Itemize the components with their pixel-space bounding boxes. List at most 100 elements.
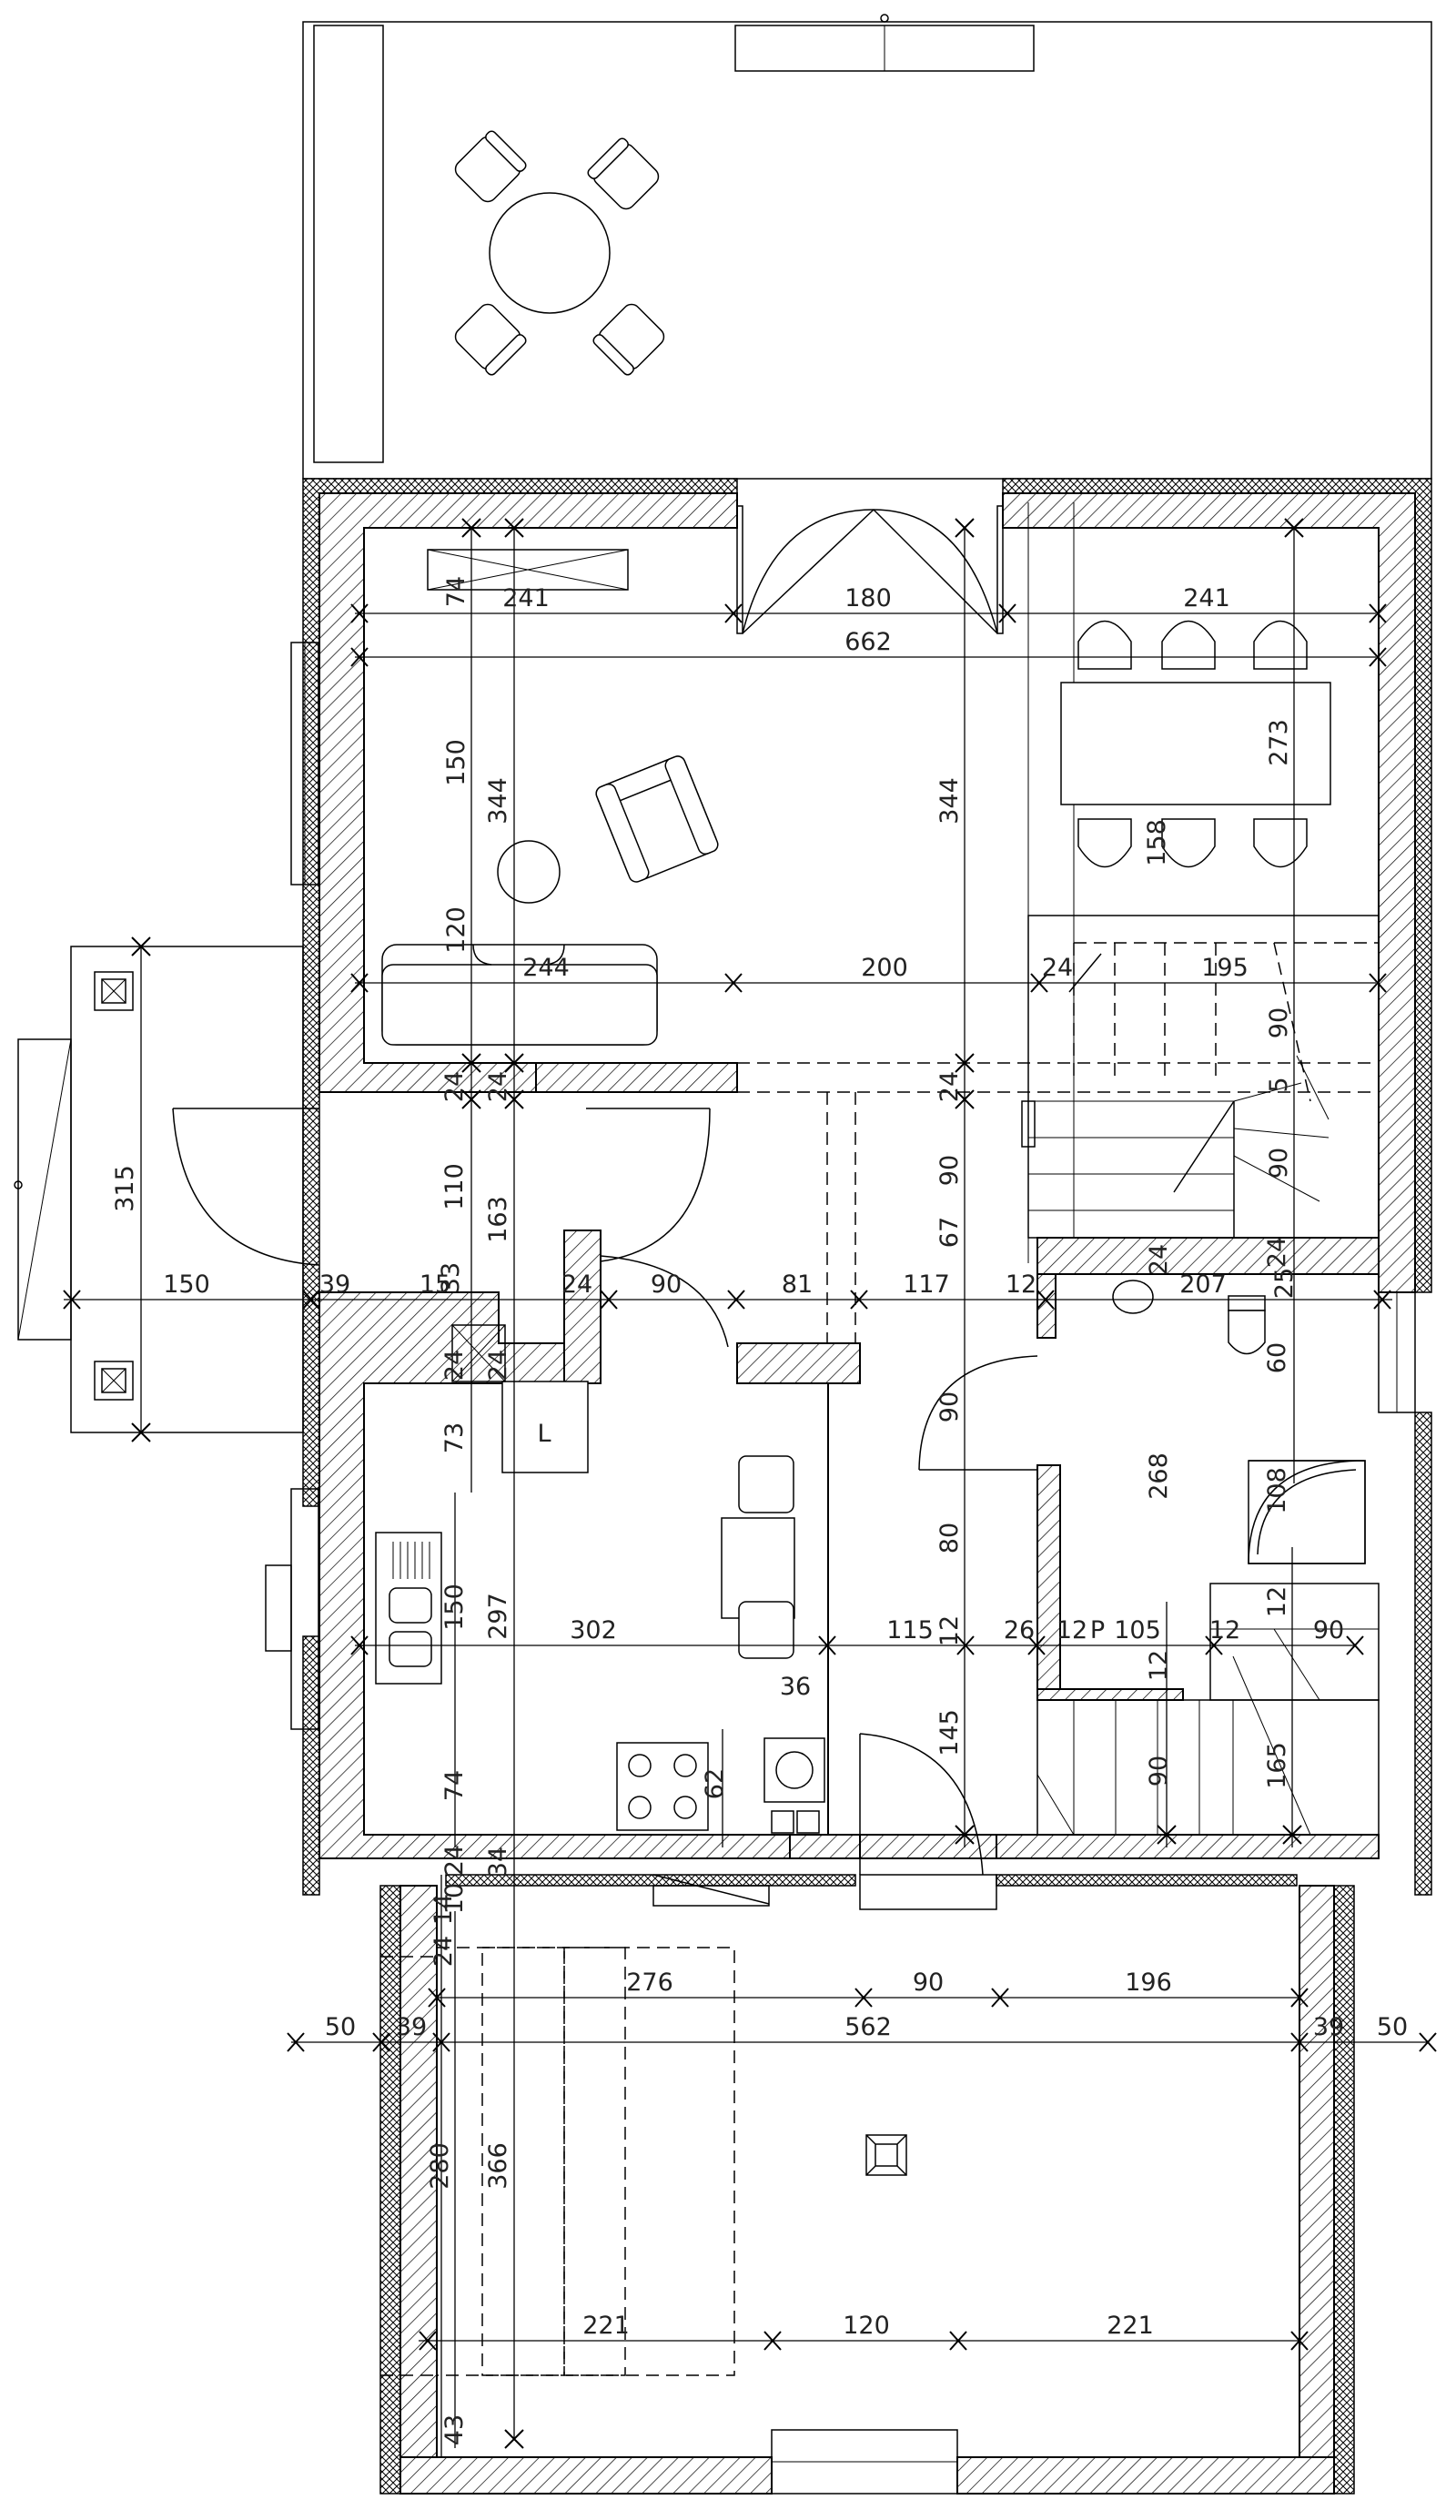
dim-280: 280	[426, 2142, 454, 2190]
entry-porch	[14, 946, 304, 1433]
dim-163: 163	[484, 1196, 512, 1243]
dim-24b: 24	[561, 1270, 592, 1299]
dim-196: 196	[1125, 1968, 1172, 1997]
dimension-labels: 241 74 180 662 241 150 344 344 273 158 1…	[111, 576, 1408, 2445]
dim-302: 302	[570, 1616, 617, 1645]
dim-268: 268	[1145, 1452, 1173, 1500]
dim-24d: 24	[1263, 1237, 1291, 1268]
dim-221b: 221	[1107, 2312, 1154, 2340]
kitchen-walls	[265, 1230, 861, 1859]
dim-344-mid: 344	[935, 777, 964, 825]
dim-145: 145	[935, 1709, 964, 1756]
dim-24h: 24	[430, 1936, 458, 1967]
bathroom-fixtures	[1112, 1280, 1366, 1564]
dim-12: 12	[1006, 1270, 1036, 1299]
dim-33: 33	[437, 1262, 465, 1293]
dim-120-g: 120	[843, 2312, 890, 2340]
dim-12e: 12	[1145, 1650, 1173, 1681]
dim-stair-5: 5	[1265, 1077, 1293, 1092]
dimension-lines	[64, 528, 1429, 2457]
dim-158: 158	[1143, 819, 1171, 866]
dim-105: 105	[1114, 1616, 1161, 1645]
dim-120: 120	[442, 906, 470, 954]
dim-50a: 50	[325, 2013, 356, 2041]
dim-39a: 39	[396, 2013, 427, 2041]
dim-24-m: 24	[935, 1071, 964, 1102]
chimney	[451, 1324, 506, 1382]
terrace-planter	[313, 25, 384, 463]
dim-241-dining: 241	[1183, 584, 1230, 612]
dim-24f: 24	[484, 1350, 512, 1381]
bathroom-walls	[1036, 1273, 1416, 1701]
porch-column-top	[94, 971, 134, 1011]
stairs-upper	[1021, 915, 1380, 1239]
kitchen-chair-2	[738, 1601, 794, 1659]
dim-26: 26	[1004, 1616, 1035, 1645]
dim-73: 73	[440, 1422, 469, 1453]
dim-36: 36	[780, 1673, 811, 1701]
round-table	[489, 192, 611, 314]
dim-62: 62	[701, 1768, 729, 1799]
dim-165: 165	[1263, 1742, 1291, 1789]
dim-39b: 39	[1313, 2013, 1344, 2041]
garage-door[interactable]	[859, 1733, 997, 1910]
dim-12d: 12	[1263, 1586, 1291, 1617]
dim-180: 180	[844, 584, 892, 612]
living-walls	[290, 492, 1416, 1293]
dim-24-l2: 24	[484, 1071, 512, 1102]
dim-12a: 12	[935, 1615, 964, 1646]
toilet-tank	[1228, 1295, 1266, 1311]
dim-115: 115	[886, 1616, 934, 1645]
dim-67: 67	[935, 1217, 964, 1248]
kitchen-door[interactable]	[600, 1255, 729, 1348]
dim-12b: 12	[1057, 1616, 1087, 1645]
dim-10: 10	[440, 1883, 469, 1914]
terrace-door[interactable]	[742, 509, 998, 634]
dim-24-l1: 24	[440, 1071, 469, 1102]
dining-table	[1060, 682, 1331, 805]
dim-90-g: 90	[913, 1968, 944, 1997]
dim-241-top: 241	[502, 584, 550, 612]
dim-200: 200	[861, 954, 908, 982]
dim-150: 150	[442, 739, 470, 786]
dim-24g: 24	[440, 1845, 469, 1876]
kitchen-furniture	[375, 1324, 825, 1834]
boiler	[763, 1737, 825, 1803]
terrace	[302, 14, 1432, 480]
bathroom-door[interactable]	[918, 1355, 1038, 1471]
dim-297: 297	[484, 1593, 512, 1640]
dim-221a: 221	[582, 2312, 630, 2340]
dim-15: 15	[420, 1270, 450, 1299]
dim-662: 662	[844, 628, 892, 656]
dim-74: 74	[442, 576, 470, 607]
sofa	[381, 944, 658, 1046]
coffee-table	[497, 840, 561, 904]
dim-24c: 24	[1145, 1244, 1173, 1275]
dim-74-k: 74	[440, 1770, 469, 1801]
corridor-lines	[737, 1062, 1379, 1347]
dim-90-door: 90	[651, 1270, 682, 1299]
kitchen-chair-1	[738, 1455, 794, 1513]
dim-117: 117	[903, 1270, 950, 1299]
dim-14: 14	[430, 1894, 458, 1925]
sink-counter	[375, 1532, 442, 1685]
dim-43: 43	[440, 2414, 469, 2445]
dim-562: 562	[844, 2013, 892, 2041]
dimension-ticks	[63, 518, 1437, 2449]
washbasin	[1112, 1280, 1154, 1314]
dim-80: 80	[935, 1523, 964, 1553]
dim-195: 195	[1201, 954, 1249, 982]
dim-150-entry: 150	[163, 1270, 210, 1299]
dim-207: 207	[1179, 1270, 1227, 1299]
dim-110: 110	[440, 1163, 469, 1210]
dim-stair-90b: 90	[1265, 1148, 1293, 1179]
entry-door[interactable]	[172, 1108, 711, 1266]
garage-walls	[379, 1885, 1355, 2495]
label-P: P	[1090, 1616, 1105, 1645]
dim-90-k: 90	[1313, 1616, 1344, 1645]
armchair	[595, 755, 719, 883]
south-wall	[445, 1834, 1380, 1907]
tv-cabinet	[427, 549, 629, 591]
